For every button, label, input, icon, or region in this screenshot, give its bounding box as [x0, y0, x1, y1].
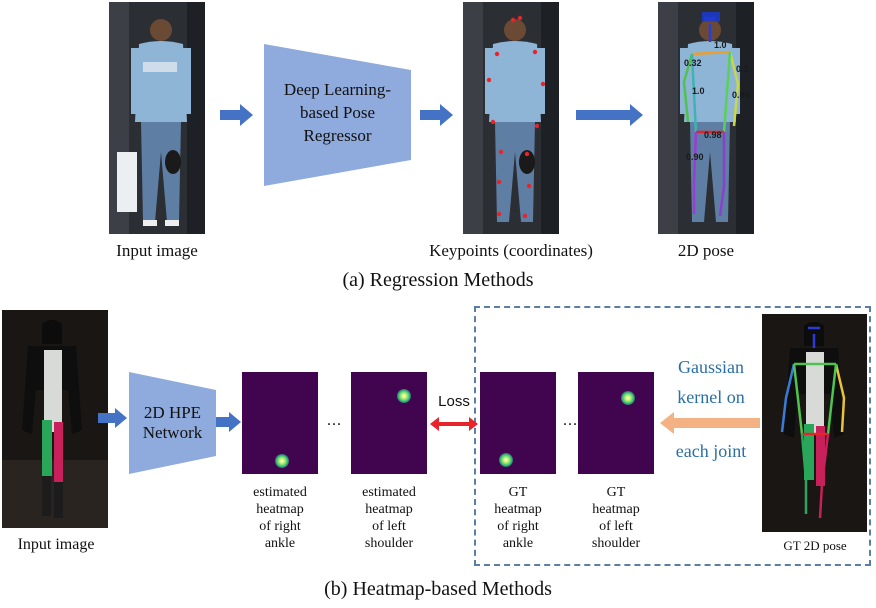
- loss-label: Loss: [438, 393, 470, 410]
- caption-input-image-b: Input image: [17, 536, 95, 553]
- arrow-right-icon: [216, 412, 241, 432]
- caption-line: of right: [259, 519, 301, 534]
- heatmap-peak: [621, 391, 635, 405]
- caption-line: of left: [599, 519, 633, 534]
- regressor-line-2: based Pose: [299, 103, 376, 122]
- caption-gt-right-ankle: GT heatmap of right ankle: [468, 484, 568, 552]
- ellipsis: ...: [327, 412, 342, 429]
- input-image-photo-b: [2, 310, 108, 528]
- caption-line: heatmap: [592, 502, 640, 517]
- caption-line: estimated: [362, 485, 416, 500]
- pose-score: 0.1: [736, 64, 749, 74]
- pose-score-overlay: 0.32 1.0 1.0 0.84 0.98 0.90 0.1: [658, 2, 754, 234]
- pose-regressor-block: [264, 44, 411, 186]
- pose-score: 0.98: [704, 130, 722, 140]
- arrow-right-icon: [420, 104, 453, 126]
- caption-estimated-left-shoulder: estimated heatmap of left shoulder: [339, 484, 439, 552]
- caption-line: estimated: [253, 485, 307, 500]
- gaussian-kernel-label: Gaussian kernel on: [656, 352, 766, 412]
- caption-line: ankle: [502, 536, 534, 551]
- arrow-right-icon: [98, 408, 127, 428]
- network-line-2: Network: [142, 423, 203, 442]
- gaussian-line-3: each joint: [675, 441, 747, 461]
- caption-line: heatmap: [365, 502, 413, 517]
- caption-keypoints: Keypoints (coordinates): [429, 241, 593, 260]
- arrow-left-icon: [660, 412, 760, 434]
- network-line-1: 2D HPE: [143, 403, 202, 422]
- heatmap-peak: [275, 454, 289, 468]
- gt-dashed-box: [474, 306, 871, 566]
- section-a-title: (a) Regression Methods: [342, 269, 534, 291]
- gaussian-line-1: Gaussian: [678, 357, 744, 377]
- caption-estimated-right-ankle: estimated heatmap of right ankle: [230, 484, 330, 552]
- pose-score: 1.0: [692, 86, 705, 96]
- hpe-network-label: 2D HPE Network: [129, 403, 216, 443]
- arrow-right-icon: [220, 104, 253, 126]
- pose-image-photo: [658, 2, 754, 234]
- caption-line: shoulder: [591, 536, 641, 551]
- pose-regressor-label: Deep Learning- based Pose Regressor: [264, 78, 411, 147]
- pose-score: 0.84: [732, 90, 750, 100]
- caption-line: of left: [372, 519, 406, 534]
- section-b-title: (b) Heatmap-based Methods: [324, 578, 552, 600]
- caption-line: of right: [497, 519, 539, 534]
- gt-heatmap-right-ankle: [480, 372, 556, 474]
- caption-input-image-a: Input image: [116, 241, 198, 260]
- estimated-heatmap-right-ankle: [242, 372, 318, 474]
- caption-line: heatmap: [494, 502, 542, 517]
- heatmap-peak: [499, 453, 513, 467]
- pose-score: 1.0: [714, 40, 727, 50]
- caption-line: GT: [508, 485, 528, 500]
- caption-gt-left-shoulder: GT heatmap of left shoulder: [566, 484, 666, 552]
- caption-line: shoulder: [364, 536, 414, 551]
- hpe-network-block: [129, 372, 216, 474]
- arrow-right-icon: [576, 104, 643, 126]
- estimated-heatmap-left-shoulder: [351, 372, 427, 474]
- gt-pose-photo: [762, 314, 867, 532]
- pose-score: 0.32: [684, 58, 702, 68]
- caption-line: GT: [606, 485, 626, 500]
- input-image-photo-a: [109, 2, 205, 234]
- keypoints-image-photo: [463, 2, 559, 234]
- double-arrow-icon: [430, 417, 478, 431]
- caption-gt-2d-pose: GT 2D pose: [783, 538, 847, 553]
- regressor-line-3: Regressor: [303, 126, 372, 145]
- ellipsis: ...: [563, 412, 578, 429]
- pose-score: 0.90: [686, 152, 704, 162]
- caption-line: heatmap: [256, 502, 304, 517]
- heatmap-peak: [397, 389, 411, 403]
- caption-line: ankle: [264, 536, 296, 551]
- regressor-line-1: Deep Learning-: [283, 80, 392, 99]
- gt-heatmap-left-shoulder: [578, 372, 654, 474]
- caption-2d-pose: 2D pose: [677, 241, 735, 260]
- gaussian-line-2: kernel on: [677, 387, 745, 407]
